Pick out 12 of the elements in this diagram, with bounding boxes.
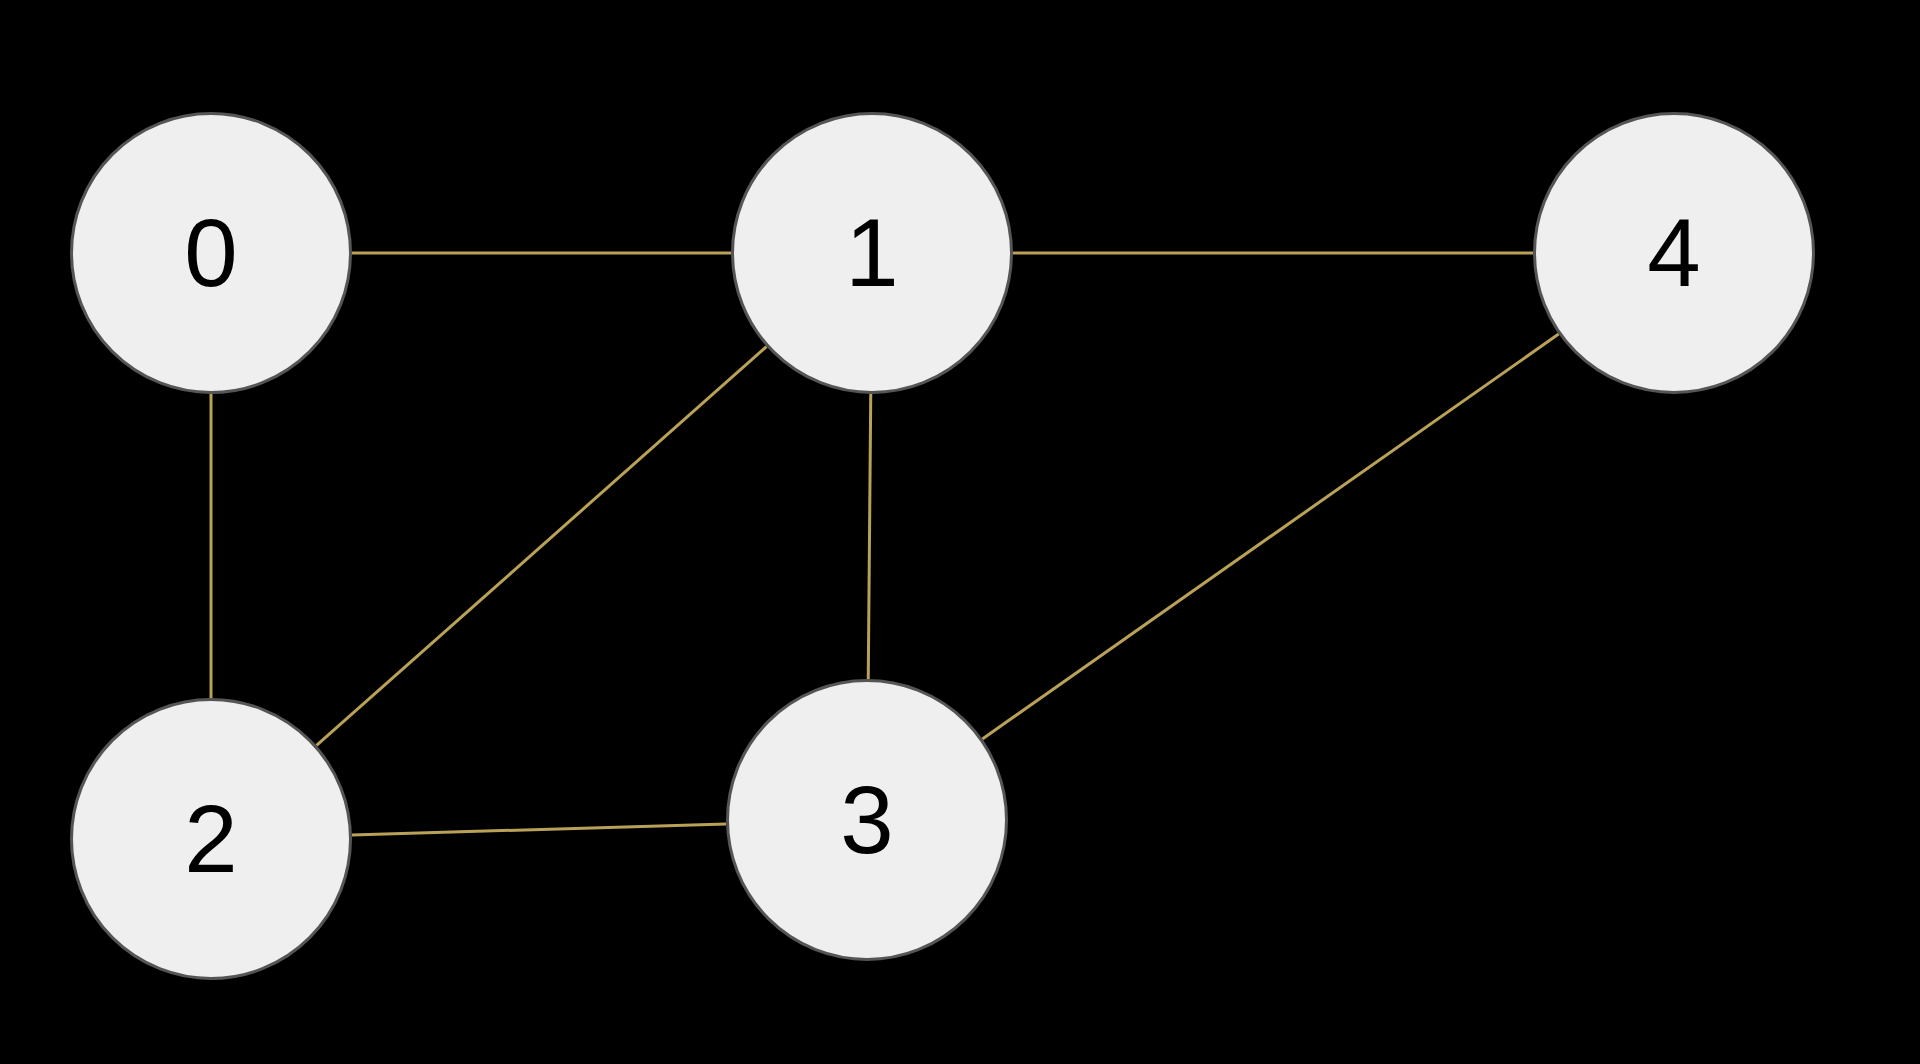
connector-line (209, 394, 213, 698)
connector-line (866, 393, 873, 680)
node-label: 4 (1647, 205, 1701, 301)
connector-line (1013, 251, 1533, 255)
connector-line (315, 345, 768, 747)
node-label: 1 (845, 205, 899, 301)
node-label: 0 (184, 205, 238, 301)
connector-line (351, 822, 727, 837)
node-label: 2 (184, 791, 238, 887)
node-label: 3 (840, 772, 894, 868)
connector-line (981, 332, 1560, 741)
connector-line (352, 251, 731, 255)
